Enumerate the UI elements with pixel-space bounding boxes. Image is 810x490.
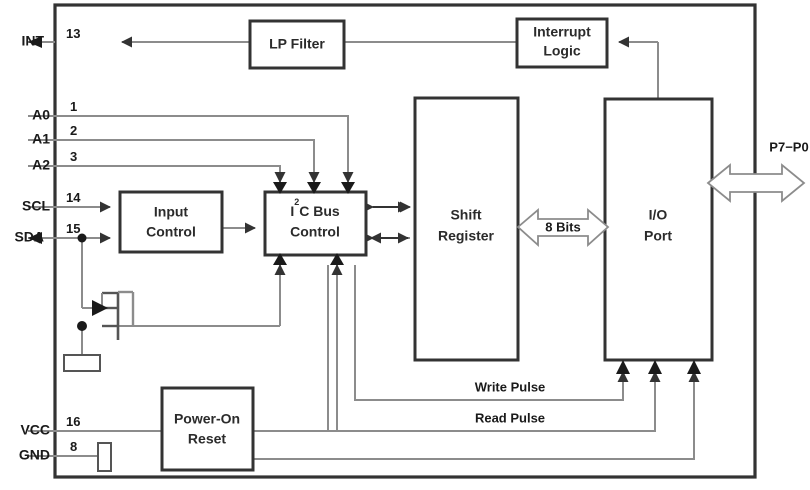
junction-dot-sda-gate [77,321,87,331]
block-label-io-port-line1: I/O [649,207,668,223]
pin-number-int: 13 [66,26,80,41]
block-label-input-filter-line2: Control [146,224,196,240]
block-shapes [118,17,714,472]
block-io-port[interactable] [603,97,714,362]
block-label-lp-filter: LP Filter [269,36,325,52]
arrow-write-pulse-head [616,360,630,374]
wire-write-pulse [354,265,629,401]
block-shift-register[interactable] [413,96,520,362]
block-edge-arrowheads [273,182,701,374]
block-label-io-port-line2: Port [644,228,672,244]
block-label-shift-register-line2: Register [438,228,495,244]
pin-arrowheads [28,36,42,244]
arrow-sda-drain-head [273,253,287,265]
pin-number-a2: 3 [70,149,77,164]
pin-stubs [28,41,55,457]
pin-number-vcc: 16 [66,414,80,429]
sda-pulldown-pad [63,354,101,372]
arrow-a2-head [273,182,287,194]
pin-number-gnd: 8 [70,439,77,454]
pin-label-sda: SDA [14,229,44,245]
arrow-read-pulse-head [648,360,662,374]
wire-a0-to-i2c [55,115,354,183]
junction-dot-sda-top [77,233,87,243]
pin-label-int: INT [21,33,44,49]
pin-label-gnd: GND [19,447,50,463]
block-label-i2c-bus-control-line2: Control [290,224,340,240]
pin-label-a1: A1 [32,131,50,147]
wire-gnd-rail-to-ioport [253,371,700,460]
block-power-on-reset[interactable] [160,386,255,472]
open-drain-transistor-icon [92,290,135,340]
pin-label-vcc: VCC [20,422,50,438]
pin-number-sda: 15 [66,221,80,236]
block-label-interrupt-logic-line1: Interrupt [533,24,591,40]
arrow-reset-head [330,253,344,265]
gnd-pad [97,442,112,472]
wire-a1-to-i2c [55,139,320,183]
signal-label-write-pulse: Write Pulse [475,379,546,394]
arrow-sda-out [28,232,42,244]
pin-label-scl: SCL [22,198,50,214]
block-label-power-on-reset-line1: Power-On [174,411,240,427]
arrow-gnd-rail-head [687,360,701,374]
device-boundary [53,3,757,479]
arrow-a1-head [307,182,321,194]
wire-read-pulse [327,265,661,432]
pin-label-a0: A0 [32,107,50,123]
pin-number-a0: 1 [70,99,77,114]
wire-powerreset-to-i2c [253,264,343,432]
pin-number-scl: 14 [66,190,81,205]
pin-number-a1: 2 [70,123,77,138]
pin-label-a2: A2 [32,157,50,173]
arrow-a0-head [341,182,355,194]
block-label-shift-register-line1: Shift [450,207,481,223]
arrow-int-out [28,36,42,48]
bus-label-p7-p0: P7−P0 [769,139,808,154]
bus-label-8-bits: 8 Bits [545,219,580,234]
block-label-i2c-bus-control-line1: I2C Bus [290,197,340,218]
block-label-input-filter-line1: Input [154,204,189,220]
bus-arrow-8bits [516,208,610,248]
block-i2c-bus-control[interactable] [263,190,368,257]
block-input-filter[interactable] [118,190,224,254]
block-label-power-on-reset-line2: Reset [188,431,226,447]
block-label-interrupt-logic-line2: Logic [543,43,581,59]
wire-a2-to-i2c [55,165,286,183]
block-interrupt-logic[interactable] [515,17,609,69]
bus-arrow-p7-p0 [706,163,806,203]
signal-label-read-pulse: Read Pulse [475,410,545,425]
block-lp-filter[interactable] [248,19,346,70]
